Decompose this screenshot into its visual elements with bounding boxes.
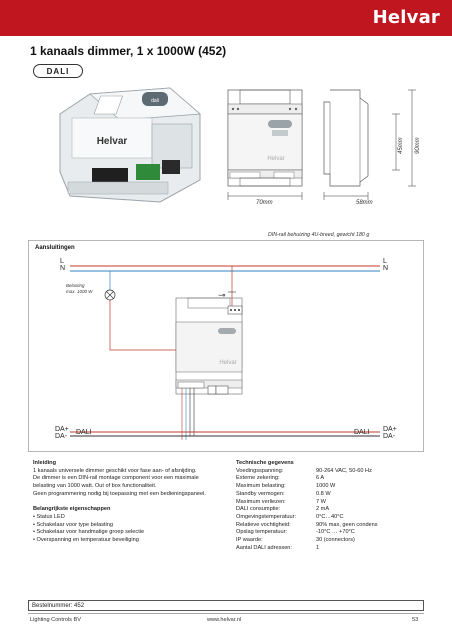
- dali-logo: DALI: [33, 64, 83, 78]
- label-da-minus-right: DA-: [383, 433, 396, 440]
- spec-row: Omgevingstemperatuur: 0°C…40°C: [236, 514, 378, 522]
- spec-key: Externe zekering:: [236, 475, 280, 482]
- footer-divider: [28, 613, 424, 614]
- spec-row: DALI consumptie: 2 mA: [236, 506, 378, 514]
- specs-table: Technische gegevens Voedingsspanning: 90-…: [236, 460, 378, 552]
- label-da-plus-right: DA+: [383, 426, 397, 433]
- spec-value: 30 (connectors): [316, 537, 355, 544]
- order-number: Bestelnummer: 452: [28, 600, 424, 611]
- load-label-2: max. 1000 W: [66, 289, 93, 294]
- spec-key: Opslag temperatuur:: [236, 529, 287, 536]
- footer-company: Lighting Controls BV: [30, 617, 81, 623]
- label-da-minus-left: DA-: [55, 433, 68, 440]
- label-dali-right: DALI: [354, 429, 370, 436]
- spec-key: DALI consumptie:: [236, 506, 281, 513]
- spec-value: 6 A: [316, 475, 325, 482]
- wiring-heading: Aansluitingen: [35, 245, 75, 251]
- spec-value: 0°C…40°C: [316, 513, 344, 520]
- page-title: 1 kanaals dimmer, 1 x 1000W (452): [30, 44, 227, 58]
- spec-key: Maximum belasting:: [236, 483, 286, 490]
- load-label-1: Belasting: [66, 283, 85, 288]
- spec-row: Maximum verliezen: 7 W: [236, 499, 378, 507]
- svg-text:⊸: ⊸: [218, 291, 226, 301]
- feature-item: • Schakelaar voor type belasting: [33, 521, 114, 528]
- svg-text:Helvar: Helvar: [219, 360, 236, 366]
- svg-text:Helvar: Helvar: [97, 136, 128, 147]
- spec-value: 0.8 W: [316, 490, 331, 497]
- spec-value: 1: [316, 544, 320, 551]
- spec-row: Standby vermogen: 0.8 W: [236, 491, 378, 499]
- spec-key: Voedingsspanning:: [236, 467, 284, 474]
- footer-page-number: 53: [412, 617, 419, 623]
- spec-value: 2 mA: [316, 506, 330, 513]
- spec-value: 90% max, geen condens: [316, 521, 378, 528]
- spec-key: Maximum verliezen:: [236, 498, 286, 505]
- spec-row: Voedingsspanning: 90-264 VAC, 50-60 Hz: [236, 468, 378, 476]
- specs-heading: Technische gegevens: [236, 460, 294, 466]
- dimension-drawing: Helvar: [227, 89, 416, 200]
- features-heading: Belangrijkste eigenschappen: [33, 506, 111, 513]
- feature-item: • Status LED: [33, 513, 65, 520]
- drawing-device-brand: Helvar: [267, 156, 284, 162]
- spec-value: -10°C … +70°C: [316, 529, 355, 536]
- intro-section: Inleiding 1 kanaals universele dimmer ge…: [33, 460, 233, 545]
- dim-depth: 58mm: [356, 200, 373, 206]
- label-l-right: L: [383, 258, 387, 265]
- housing-caption: DIN-rail behuizing 4U-breed, gewicht 180…: [268, 232, 370, 238]
- dim-width: 70mm: [256, 200, 273, 206]
- spec-key: Relatieve vochtigheid:: [236, 521, 291, 528]
- spec-value: 7 W: [316, 498, 326, 505]
- spec-row: IP waarde: 30 (connectors): [236, 537, 378, 545]
- spec-key: Standby vermogen:: [236, 490, 285, 497]
- feature-item: • Overspanning en temperatuur beveiligin…: [33, 537, 139, 544]
- wiring-diagram: ⊸ Helvar: [28, 240, 424, 452]
- intro-line: Geen programmering nodig bij toepassing …: [33, 490, 206, 497]
- dim-height-2: 90mm: [415, 137, 421, 154]
- spec-row: Externe zekering: 6 A: [236, 475, 378, 483]
- intro-line: De dimmer is een DIN-rail montage compon…: [33, 475, 199, 482]
- label-dali-left: DALI: [76, 429, 92, 436]
- spec-row: Maximum belasting: 1000 W: [236, 483, 378, 491]
- dim-height-1: 45mm: [398, 137, 404, 154]
- spec-row: Aantal DALI adressen: 1: [236, 545, 378, 553]
- intro-line: belasting van 1000 watt. Out of box func…: [33, 483, 157, 490]
- label-da-plus-left: DA+: [55, 426, 69, 433]
- feature-item: • Schakelaar voor handmatige groep selec…: [33, 529, 145, 536]
- spec-key: Aantal DALI adressen:: [236, 544, 292, 551]
- product-photo: dali Helvar: [59, 87, 201, 203]
- spec-value: 90-264 VAC, 50-60 Hz: [316, 467, 372, 474]
- label-n-right: N: [383, 265, 389, 272]
- intro-line: 1 kanaals universele dimmer geschikt voo…: [33, 467, 197, 474]
- intro-heading: Inleiding: [33, 460, 56, 466]
- header-bar: Helvar: [0, 0, 452, 36]
- spec-row: Relatieve vochtigheid: 90% max, geen cond…: [236, 522, 378, 530]
- spec-row: Opslag temperatuur: -10°C … +70°C: [236, 529, 378, 537]
- spec-value: 1000 W: [316, 483, 336, 490]
- svg-text:dali: dali: [151, 98, 159, 104]
- footer-website[interactable]: www.helvar.nl: [207, 617, 242, 623]
- brand-logo: Helvar: [372, 7, 440, 28]
- spec-key: IP waarde:: [236, 537, 263, 544]
- label-l-left: L: [60, 258, 64, 265]
- spec-key: Omgevingstemperatuur:: [236, 513, 297, 520]
- label-n-left: N: [60, 265, 66, 272]
